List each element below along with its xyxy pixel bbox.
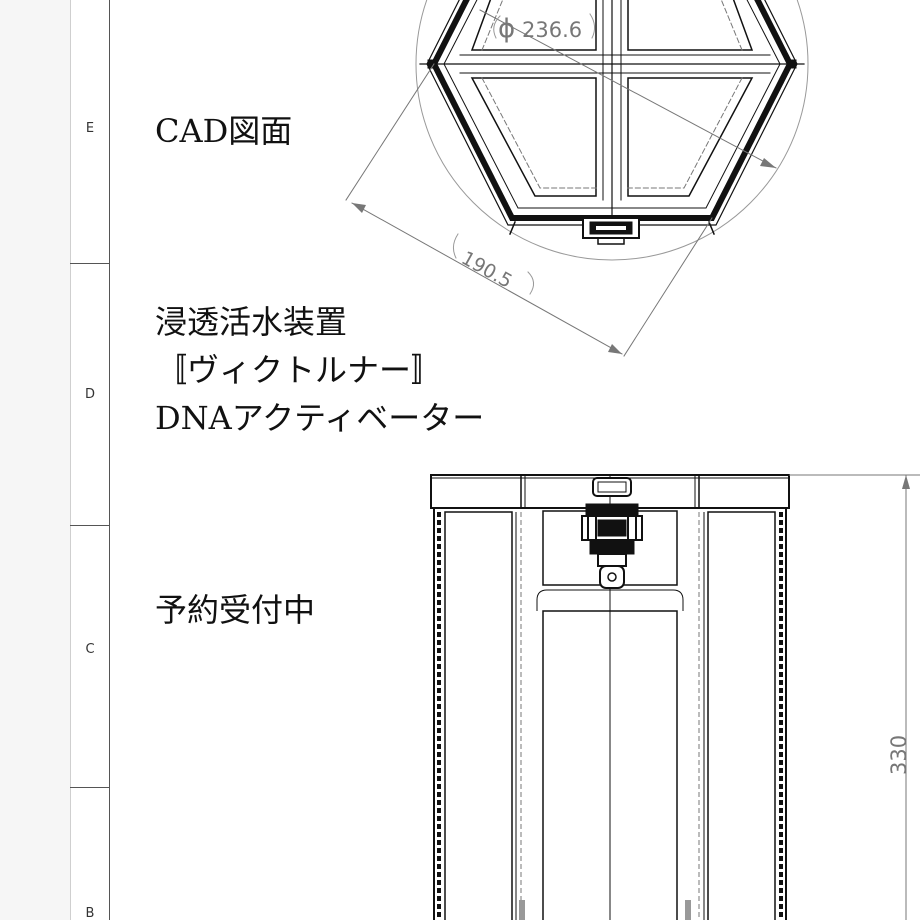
product-name-line2: 〚ヴィクトルナー〛 [155, 351, 444, 389]
zone-label-b: B [85, 906, 95, 921]
sheet-zone-frame [70, 0, 110, 920]
front-view [430, 474, 920, 920]
top-view-circle [415, 0, 809, 261]
front-panel-left [444, 511, 513, 920]
panel-lower-right [627, 77, 754, 197]
front-view-latch [581, 477, 643, 589]
dimension-height: 330 [887, 735, 911, 775]
diameter-symbol: ϕ [498, 14, 515, 44]
dimension-side-length: 190.5 [458, 247, 516, 293]
panel-lower-left [470, 77, 597, 197]
diameter-leader [479, 9, 777, 169]
zone-divider [70, 787, 110, 788]
zone-divider [70, 263, 110, 264]
heading-cad-drawing: CAD図面 [155, 112, 293, 150]
side-dim-ext2 [623, 217, 713, 357]
status-reservation: 予約受付中 [155, 591, 316, 629]
front-panel-right [707, 511, 776, 920]
zone-label-e: E [85, 121, 95, 136]
panel-upper-right [627, 0, 754, 51]
top-view [345, 0, 809, 357]
sheet-left-margin [0, 0, 70, 920]
zone-divider [70, 525, 110, 526]
top-view-latch [582, 217, 640, 245]
side-dim-line [351, 202, 623, 355]
side-dim-ext1 [345, 63, 435, 201]
zone-label-d: D [84, 387, 95, 402]
product-name-line1: 浸透活水装置 [155, 303, 348, 341]
zone-label-c: C [85, 642, 95, 657]
dimension-diameter: 236.6 [522, 18, 582, 42]
product-name-line3: DNAアクティベーター [155, 399, 485, 437]
